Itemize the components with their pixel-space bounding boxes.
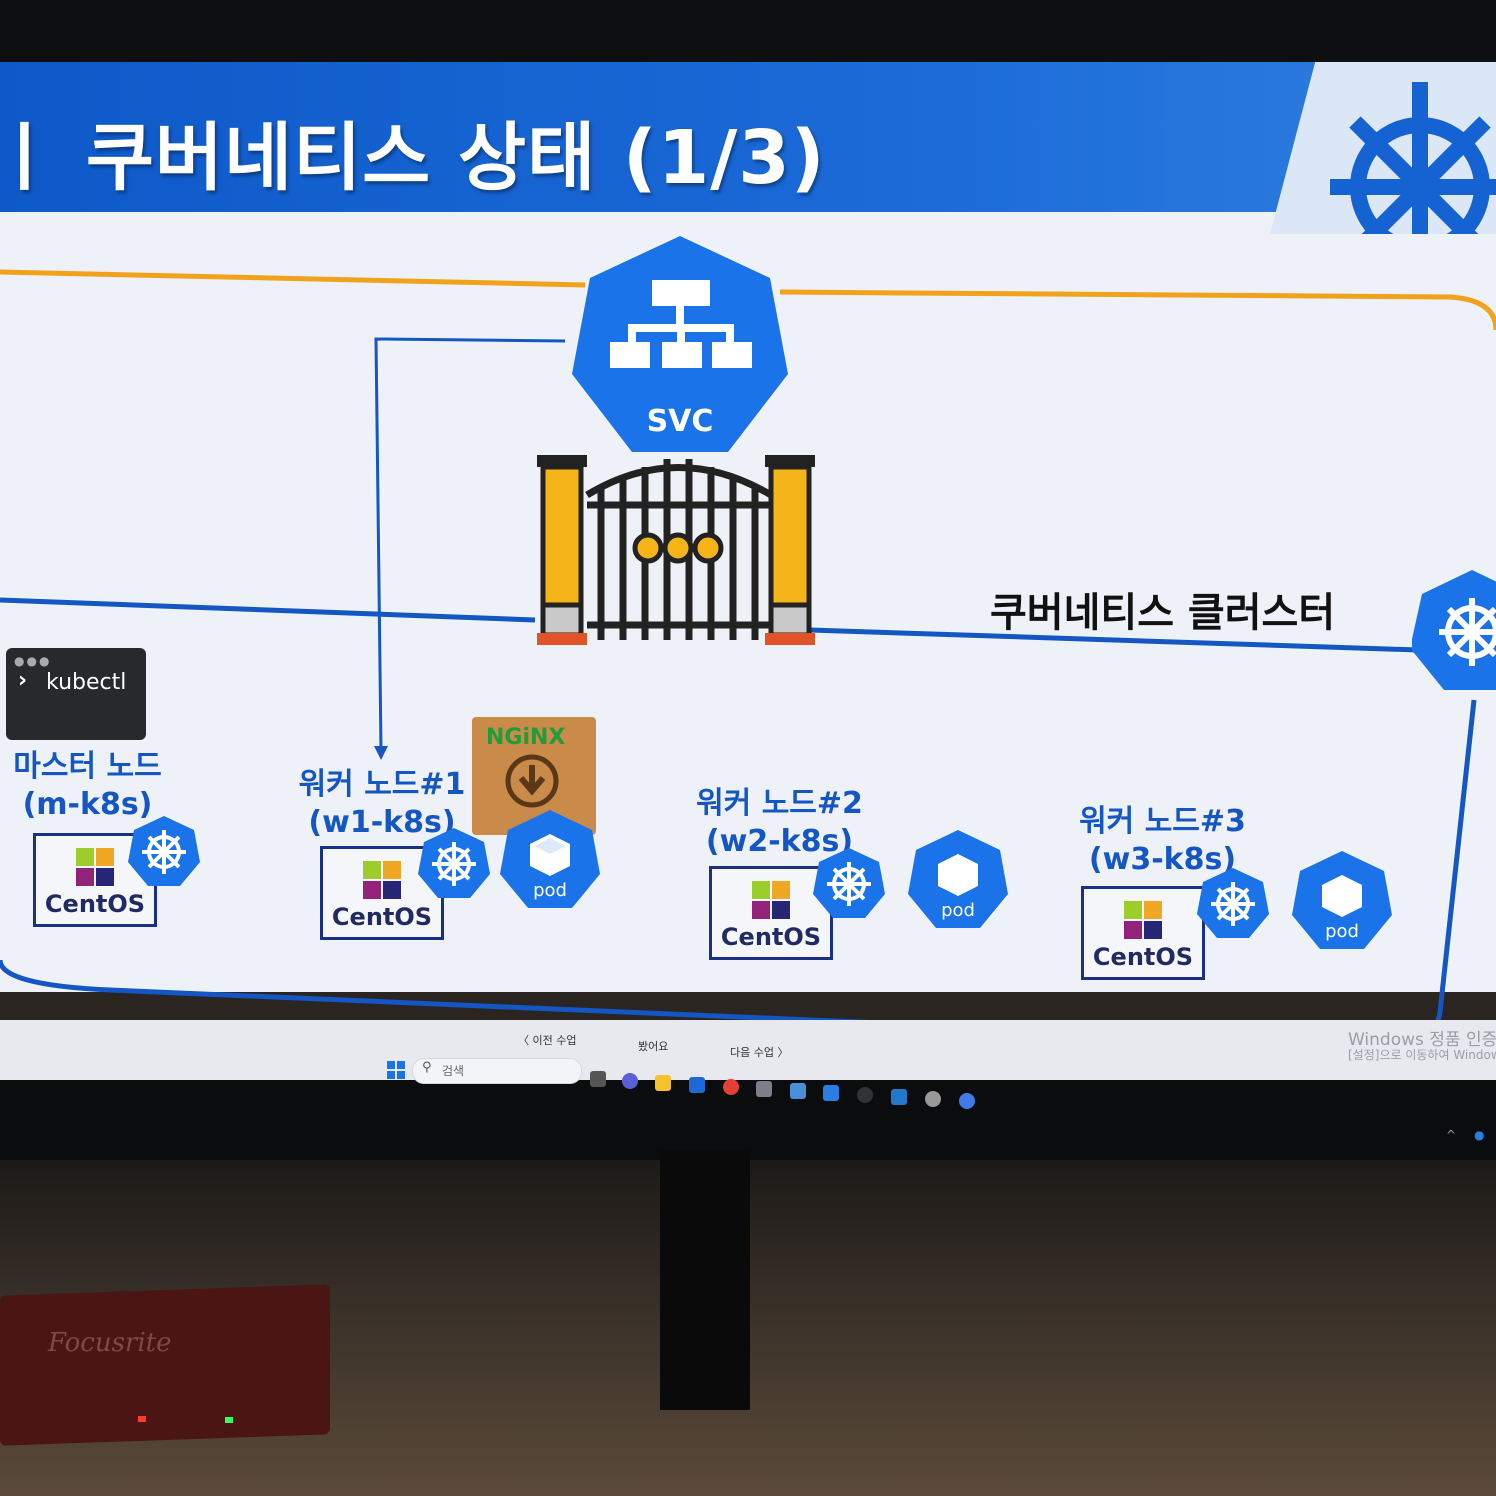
node-worker1-name: 워커 노드#1 bbox=[298, 767, 466, 802]
nginx-label: NGiNX bbox=[486, 725, 566, 750]
clock-icon[interactable] bbox=[925, 1091, 941, 1107]
node-worker2-name: 워커 노드#2 bbox=[696, 786, 863, 821]
slide-header bbox=[0, 62, 1496, 212]
pod-cube-icon bbox=[908, 830, 1008, 928]
centos-logo-icon bbox=[1124, 901, 1162, 939]
centos-box-worker3: CentOS bbox=[1081, 886, 1205, 980]
node-master-name: 마스터 노드 bbox=[13, 749, 162, 784]
microphone-icon[interactable]: ● bbox=[1474, 1128, 1485, 1142]
discord-icon[interactable] bbox=[959, 1093, 975, 1109]
node-worker3-label: 워커 노드#3 (w3-k8s) bbox=[1070, 803, 1255, 879]
centos-label: CentOS bbox=[331, 903, 433, 931]
taskbar-search-input[interactable] bbox=[412, 1058, 582, 1084]
pod-label: pod bbox=[533, 880, 567, 901]
player-nav-bar bbox=[0, 1020, 1496, 1080]
vscode-icon[interactable] bbox=[891, 1089, 907, 1105]
slide-canvas bbox=[0, 62, 1496, 992]
centos-logo-icon bbox=[752, 881, 790, 919]
app-icon[interactable] bbox=[823, 1085, 839, 1101]
pod-cube-icon bbox=[1292, 851, 1392, 949]
activation-watermark-line2: [설정]으로 이동하여 Windows bbox=[1348, 1048, 1496, 1062]
audio-interface-brand: Focusrite bbox=[48, 1328, 172, 1358]
pod-worker3[interactable]: pod bbox=[1290, 849, 1394, 949]
centos-label: CentOS bbox=[720, 923, 822, 951]
file-explorer-icon[interactable] bbox=[655, 1075, 671, 1091]
task-view-icon[interactable] bbox=[590, 1071, 606, 1087]
kubectl-terminal: ●●● › bbox=[6, 648, 146, 740]
taskbar-search-placeholder: 검색 bbox=[442, 1064, 465, 1078]
node-worker1-host: (w1-k8s) bbox=[308, 805, 456, 840]
prev-lesson-button[interactable]: 〈 이전 수업 bbox=[518, 1034, 577, 1047]
download-icon bbox=[505, 754, 559, 808]
mail-icon[interactable] bbox=[689, 1077, 705, 1093]
kubectl-label: kubectl bbox=[46, 670, 127, 695]
centos-box-worker2: CentOS bbox=[709, 866, 833, 960]
cluster-label: 쿠버네티스 클러스터 bbox=[990, 590, 1336, 636]
pod-worker1[interactable]: pod bbox=[500, 808, 600, 908]
teams-icon[interactable] bbox=[622, 1073, 638, 1089]
centos-label: CentOS bbox=[44, 890, 146, 918]
node-worker3-host: (w3-k8s) bbox=[1088, 842, 1237, 877]
node-worker2-label: 워커 노드#2 (w2-k8s) bbox=[692, 785, 867, 861]
monitor-stand bbox=[660, 1150, 750, 1410]
terminal-dots-icon: ●●● bbox=[14, 654, 52, 668]
search-icon: ⚲ bbox=[422, 1060, 432, 1075]
gate-icon bbox=[537, 455, 815, 645]
activation-watermark-line1: Windows 정품 인증 bbox=[1348, 1030, 1496, 1050]
kubelet-icon bbox=[813, 848, 885, 918]
done-button[interactable]: 봤어요 bbox=[638, 1040, 669, 1053]
green-led bbox=[225, 1417, 233, 1423]
kubelet-icon bbox=[128, 816, 200, 886]
slide-title: ㅣ 쿠버네티스 상태 (1/3) bbox=[0, 115, 826, 201]
node-worker2-host: (w2-k8s) bbox=[705, 824, 854, 859]
kubelet-icon bbox=[1197, 868, 1269, 938]
centos-label: CentOS bbox=[1092, 943, 1194, 971]
node-worker1-label: 워커 노드#1 (w1-k8s) bbox=[297, 766, 467, 842]
virtualbox-icon[interactable] bbox=[756, 1081, 772, 1097]
svc-service-icon[interactable]: SVC bbox=[570, 232, 790, 457]
node-master-label: 마스터 노드 (m-k8s) bbox=[5, 748, 170, 824]
next-lesson-button[interactable]: 다음 수업 〉 bbox=[730, 1046, 789, 1059]
red-led bbox=[138, 1416, 146, 1422]
tray-chevron-up-icon[interactable]: ^ bbox=[1446, 1128, 1457, 1142]
centos-box-worker1: CentOS bbox=[320, 846, 444, 940]
node-worker3-name: 워커 노드#3 bbox=[1079, 804, 1246, 839]
node-master-host: (m-k8s) bbox=[22, 787, 153, 822]
nginx-package: NGiNX bbox=[472, 717, 596, 835]
monitor-bezel-top bbox=[0, 0, 1496, 62]
centos-logo-icon bbox=[363, 861, 401, 899]
centos-logo-icon bbox=[76, 848, 114, 886]
obs-icon[interactable] bbox=[857, 1087, 873, 1103]
windows-start-icon[interactable] bbox=[386, 1060, 406, 1080]
helm-icon bbox=[1330, 82, 1496, 234]
pod-label: pod bbox=[941, 900, 975, 921]
pod-worker2[interactable]: pod bbox=[908, 828, 1008, 928]
pod-label: pod bbox=[1325, 921, 1359, 942]
pod-cube-icon bbox=[500, 810, 600, 908]
kubelet-icon bbox=[418, 828, 490, 898]
remote-desktop-icon[interactable] bbox=[790, 1083, 806, 1099]
prompt-chevron-icon: › bbox=[18, 668, 28, 693]
chrome-icon[interactable] bbox=[723, 1079, 739, 1095]
kubernetes-cluster-icon bbox=[1412, 570, 1496, 690]
svc-label: SVC bbox=[646, 404, 714, 439]
svc-heptagon-icon bbox=[572, 236, 788, 452]
